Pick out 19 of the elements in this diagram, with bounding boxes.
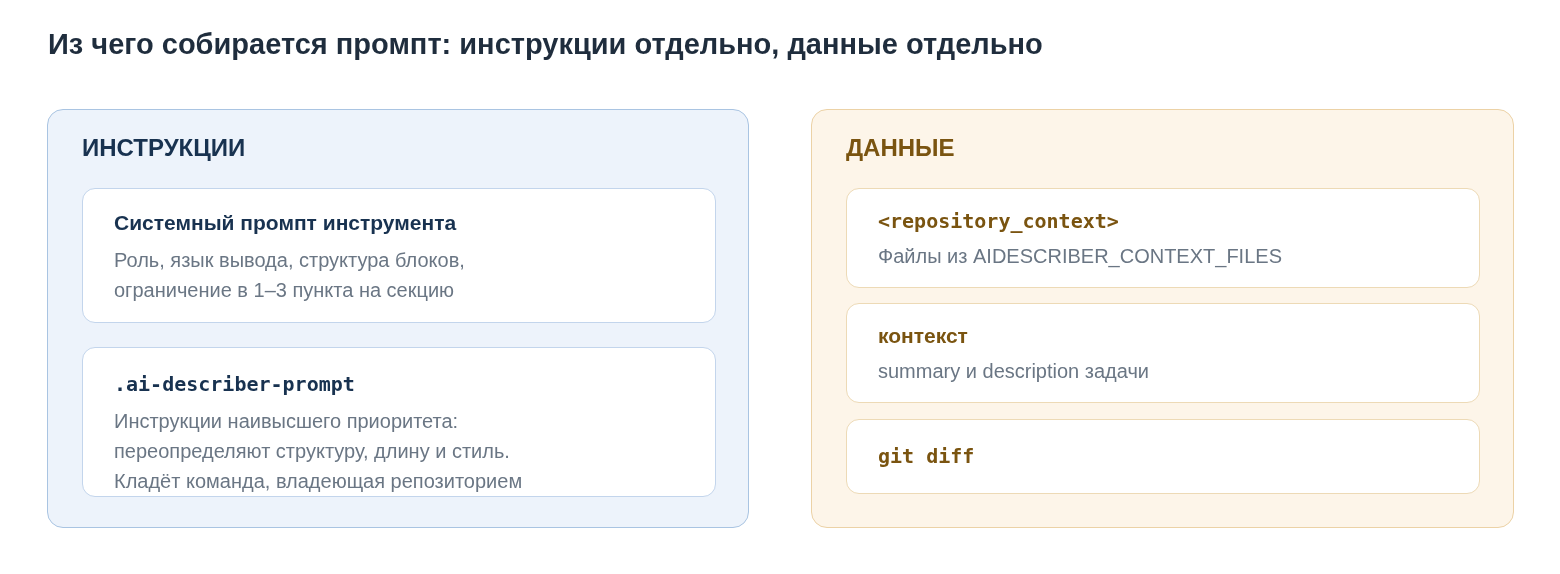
content-card — [846, 188, 1480, 288]
card-title: Системный промпт инструмента — [114, 211, 457, 235]
group-panel — [47, 109, 749, 528]
content-card — [846, 419, 1480, 494]
group-panel — [811, 109, 1514, 528]
card-title: .ai-describer-prompt — [114, 372, 355, 396]
card-title: git diff — [878, 444, 975, 468]
content-card — [82, 347, 716, 497]
panel-heading: ИНСТРУКЦИИ — [82, 134, 246, 162]
card-description: Файлы из AIDESCRIBER_CONTEXT_FILES — [878, 244, 1283, 270]
card-title: контекст — [878, 324, 968, 348]
card-description: Роль, язык вывода, структура блоков, ограничение в 1–3 пункта на секцию — [114, 248, 466, 303]
content-card — [82, 188, 716, 323]
panel-heading: ДАННЫЕ — [846, 134, 955, 162]
card-title: <repository_context> — [878, 209, 1119, 233]
card-description: summary и description задачи — [878, 359, 1151, 384]
content-card — [846, 303, 1480, 403]
diagram-title: Из чего собирается промпт: инструкции отдельно, данные отдельно — [48, 28, 1043, 61]
card-description: Инструкции наивысшего приоритета: переопределяют структуру, длину и стиль. Кладёт команда, владеющая репозиторием — [114, 409, 524, 494]
